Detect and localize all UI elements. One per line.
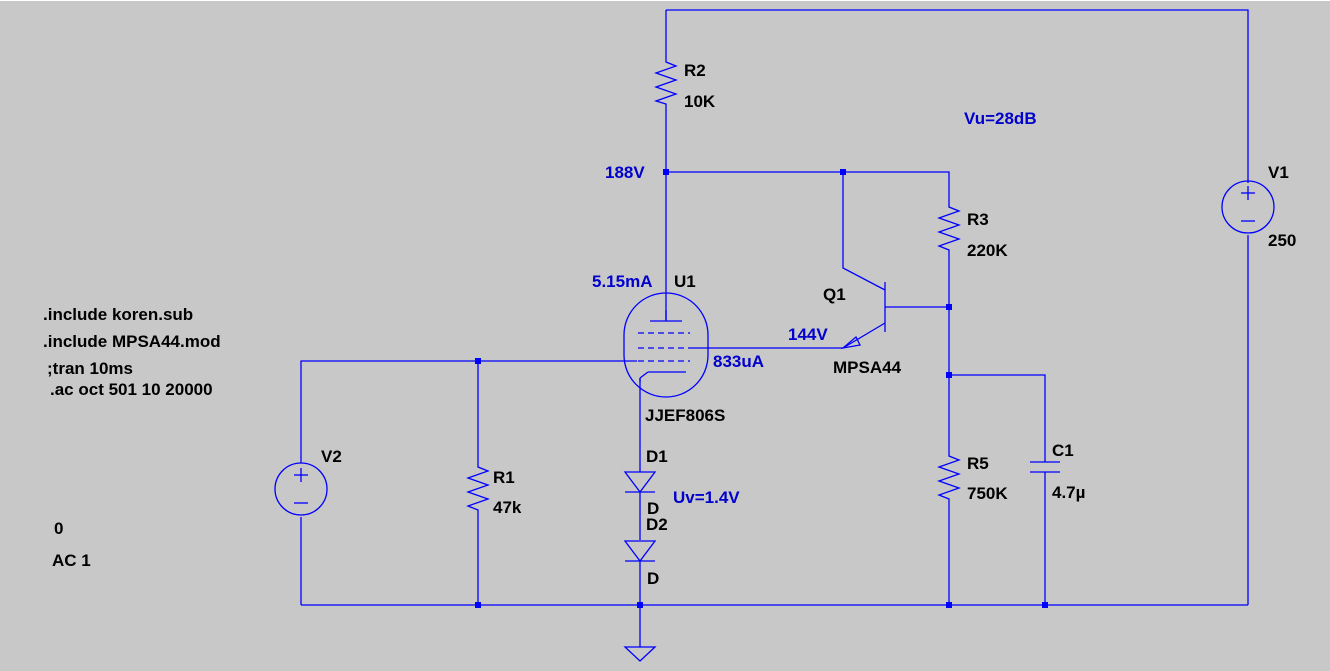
v1-value: 250	[1268, 231, 1296, 250]
junction	[840, 169, 846, 175]
directive-ac[interactable]: .ac oct 501 10 20000	[50, 380, 213, 399]
r2-value: 10K	[684, 92, 716, 111]
wire-c1-top	[949, 374, 1046, 462]
resistor-r2-symbol[interactable]	[653, 57, 678, 111]
resistor-r1-symbol[interactable]	[466, 460, 490, 520]
capacitor-c1-symbol[interactable]	[1030, 461, 1060, 473]
junction	[946, 372, 952, 378]
diode-d2-symbol[interactable]	[623, 540, 657, 563]
directive-tran[interactable]: ;tran 10ms	[47, 359, 133, 378]
junction	[1042, 602, 1048, 608]
junction	[946, 304, 952, 310]
ground-icon	[623, 646, 657, 662]
junction	[663, 169, 669, 175]
wire-grid	[300, 360, 637, 463]
r1-value: 47k	[493, 498, 522, 517]
r3-name: R3	[967, 210, 989, 229]
annotation-screen-current: 833uA	[713, 352, 764, 371]
directive-include-koren[interactable]: .include koren.sub	[43, 305, 193, 324]
junction	[946, 602, 952, 608]
annotation-anode-voltage: 188V	[605, 163, 645, 182]
r1-name: R1	[493, 468, 515, 487]
wires	[300, 9, 1249, 647]
v2-ac: AC 1	[52, 551, 91, 570]
r5-value: 750K	[967, 484, 1008, 503]
v2-name: V2	[321, 447, 342, 466]
d1-name: D1	[646, 447, 668, 466]
junction	[637, 602, 643, 608]
r3-value: 220K	[967, 241, 1008, 260]
c1-name: C1	[1052, 441, 1074, 460]
resistor-r3-symbol[interactable]	[937, 200, 961, 262]
annotation-screen-voltage: 144V	[788, 325, 828, 344]
junction	[475, 602, 481, 608]
junction	[475, 358, 481, 364]
u1-model: JJEF806S	[645, 406, 725, 425]
wire-top	[666, 9, 1249, 183]
d2-name: D2	[646, 515, 668, 534]
resistor-r5-symbol[interactable]	[937, 450, 961, 505]
d1-model: D	[647, 499, 659, 518]
c1-value: 4.7µ	[1052, 483, 1085, 502]
annotation-gain: Vu=28dB	[964, 109, 1037, 128]
q1-model: MPSA44	[833, 358, 902, 377]
diode-d1-symbol[interactable]	[623, 471, 657, 494]
directive-include-mpsa44[interactable]: .include MPSA44.mod	[43, 332, 221, 351]
voltage-source-v1-symbol[interactable]	[1221, 180, 1275, 234]
junctions	[475, 169, 1048, 608]
r2-name: R2	[684, 61, 706, 80]
annotation-anode-current: 5.15mA	[592, 272, 652, 291]
transistor-q1-symbol[interactable]	[840, 282, 886, 350]
v1-name: V1	[1268, 163, 1289, 182]
wire-188v-node	[666, 171, 950, 200]
tube-u1-symbol[interactable]	[623, 292, 709, 398]
voltage-source-v2-symbol[interactable]	[274, 462, 328, 516]
annotation-uv: Uv=1.4V	[673, 488, 740, 507]
d2-model: D	[647, 569, 659, 588]
v2-value: 0	[54, 519, 63, 538]
u1-name: U1	[674, 272, 696, 291]
r5-name: R5	[967, 454, 989, 473]
wire-q1-collector	[842, 172, 886, 291]
q1-name: Q1	[823, 285, 846, 304]
